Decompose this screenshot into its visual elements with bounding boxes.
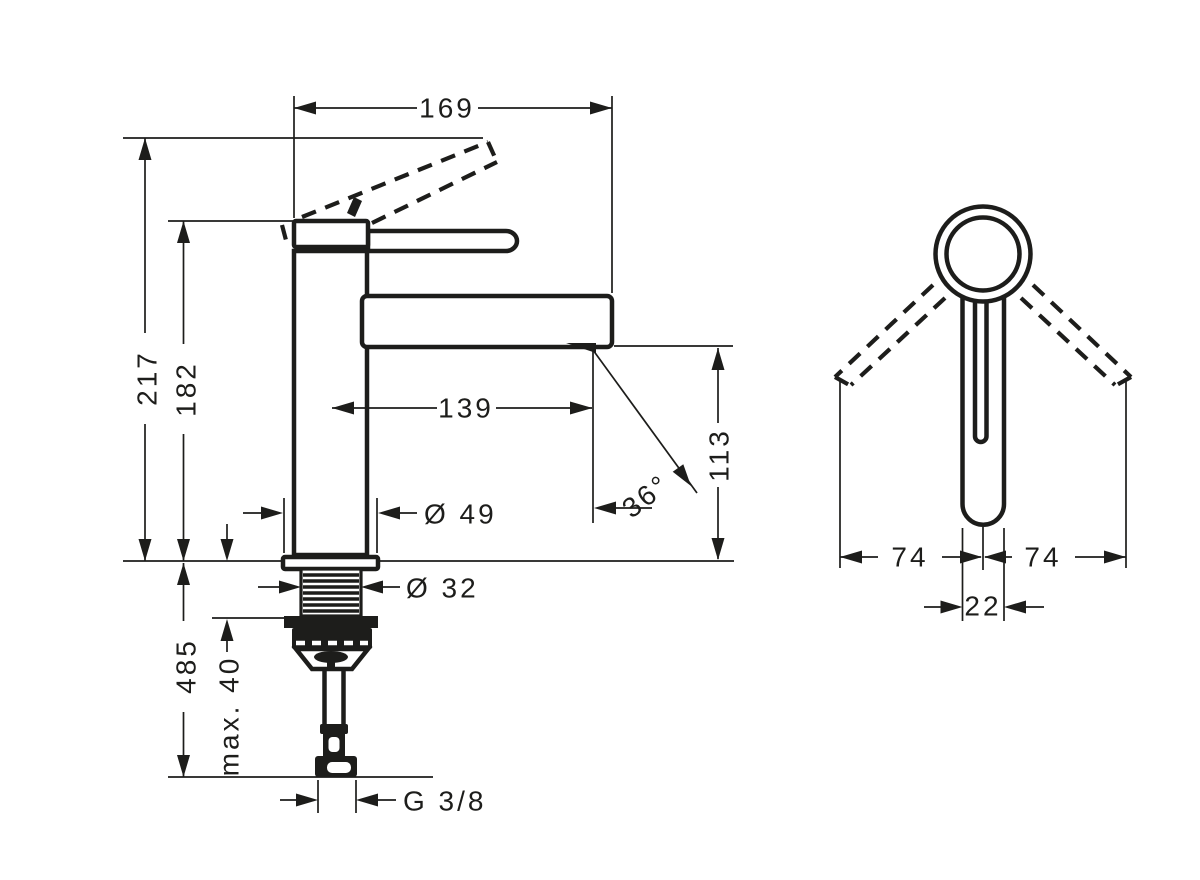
base-plate xyxy=(280,554,381,572)
dim-body-height: 182 xyxy=(171,221,202,561)
washer xyxy=(284,616,378,628)
connection-thread-label: G 3/8 xyxy=(403,786,486,817)
dim-hose-length: 485 xyxy=(171,563,202,777)
side-view-extension-lines xyxy=(839,381,1127,621)
dim-spout-reach: 139 xyxy=(332,393,593,424)
spout-angle-label: 36° xyxy=(616,468,676,524)
lever-raised-dashed xyxy=(279,140,499,245)
spout-height-label: 113 xyxy=(704,428,735,482)
dim-base-diameter: Ø 49 xyxy=(243,499,497,530)
dim-handle-swing-right: 74 xyxy=(984,542,1126,573)
body-height-label: 182 xyxy=(171,361,202,417)
dim-shank-diameter: Ø 32 xyxy=(258,573,479,604)
dim-spout-height: 113 xyxy=(704,348,735,560)
handle-swing-left-label: 74 xyxy=(891,542,928,573)
front-view-extension-lines xyxy=(123,96,734,813)
spout-reach-label: 139 xyxy=(438,393,494,424)
handle-knob-inner xyxy=(944,215,1022,293)
shank-diameter-label: Ø 32 xyxy=(406,573,479,604)
dim-connection-thread: G 3/8 xyxy=(280,786,486,817)
side-body-slot xyxy=(972,289,989,445)
overall-height-label: 217 xyxy=(132,350,163,406)
inlet-port xyxy=(314,651,348,663)
overall-width-label: 169 xyxy=(419,93,475,124)
side-faucet-outline xyxy=(933,204,1033,527)
dim-spout-angle: 36° xyxy=(592,349,698,524)
side-view: 74 74 22 xyxy=(833,204,1133,622)
dim-max-mounting-thickness: max. 40 xyxy=(214,524,245,776)
handle-swing-dashed xyxy=(833,283,1133,388)
faucet-body xyxy=(291,248,370,558)
base-diameter-label: Ø 49 xyxy=(424,499,497,530)
front-view: 169 217 182 485 xyxy=(123,93,735,817)
lever-pivot-mark xyxy=(347,197,362,217)
mounting-hardware xyxy=(284,567,378,777)
dim-overall-width: 169 xyxy=(294,93,612,124)
handle-lever xyxy=(365,228,520,254)
aerator-wedge xyxy=(566,343,596,353)
dim-body-width: 22 xyxy=(924,591,1044,622)
dim-overall-height: 217 xyxy=(132,138,163,561)
dim-handle-swing-left: 74 xyxy=(840,542,982,573)
thread-lines xyxy=(303,573,359,613)
hose-collar xyxy=(320,724,348,734)
faucet-outline xyxy=(280,218,615,572)
handle-swing-right-label: 74 xyxy=(1024,542,1061,573)
spout xyxy=(359,293,615,350)
max-mounting-thickness-label: max. 40 xyxy=(214,656,245,777)
handle-cap xyxy=(291,218,371,250)
hose-length-label: 485 xyxy=(171,638,202,694)
mounting-nut xyxy=(292,628,372,649)
body-width-label: 22 xyxy=(964,591,1001,622)
